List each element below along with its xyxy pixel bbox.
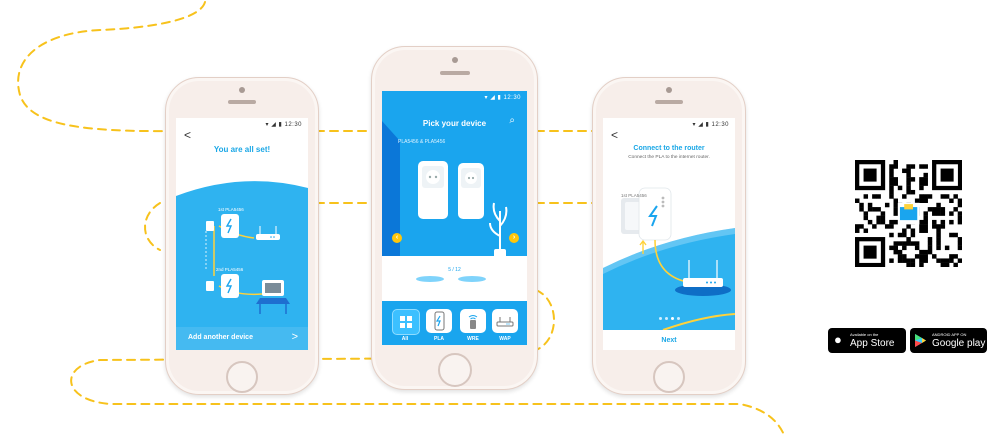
plant-decoration — [489, 202, 508, 259]
tab-wap[interactable] — [492, 309, 518, 333]
home-button[interactable] — [226, 361, 258, 393]
router-icon — [256, 226, 280, 240]
device-subtitle: PLA5456 & PLA5456 — [398, 139, 446, 145]
back-button[interactable]: < — [184, 128, 192, 142]
chevron-right-icon: > — [291, 331, 298, 343]
phone-speaker — [655, 100, 683, 104]
phone-speaker — [440, 71, 470, 75]
tab-pla-label: PLA — [434, 336, 444, 342]
app-store-badge[interactable]: ● Available on the App Store — [828, 328, 906, 353]
status-time: 12:30 — [503, 95, 521, 101]
tab-wre-label: WRE — [467, 336, 479, 342]
next-button[interactable]: Next — [661, 337, 677, 344]
appstore-big-text: App Store — [850, 338, 895, 349]
room-floor — [382, 256, 527, 304]
phone-speaker — [228, 100, 256, 104]
status-time: 12:30 — [284, 122, 302, 128]
illustration-panel: 1st PLA5456 2nd PLA5456 — [176, 176, 308, 350]
access-point-icon — [496, 317, 514, 327]
add-device-button[interactable]: Add another device > — [176, 327, 308, 350]
status-time: 12:30 — [711, 122, 729, 128]
device-type-tabs: All PLA WRE WAP — [382, 301, 527, 345]
apple-icon: ● — [834, 332, 842, 347]
plug-adapter-2 — [458, 163, 484, 219]
status-bar: ▾ ◢ ▮ 12:30 — [692, 122, 729, 128]
step-dot-2 — [665, 317, 668, 320]
carousel-prev-button[interactable]: ‹ — [392, 233, 402, 243]
phone-camera — [452, 57, 458, 63]
grid-icon — [400, 316, 412, 328]
carousel-next-button[interactable]: › — [509, 233, 519, 243]
page-indicator: 5 / 12 — [448, 267, 461, 273]
screen-setup-complete: ▾ ◢ ▮ 12:30 < You are all set! — [176, 118, 308, 350]
powerline-adapter-2 — [221, 274, 239, 298]
home-button[interactable] — [653, 361, 685, 393]
google-play-badge[interactable]: ANDROID APP ON Google play — [910, 328, 987, 353]
appstore-small-text: Available on the — [850, 332, 879, 337]
phone-camera — [239, 87, 245, 93]
phone-camera — [666, 87, 672, 93]
plug-adapter-1 — [418, 161, 448, 219]
tab-pla[interactable] — [426, 309, 452, 333]
home-button[interactable] — [438, 353, 472, 387]
page-title: Connect to the router — [633, 145, 705, 152]
device1-label: 1st PLA5456 — [218, 207, 244, 212]
step-dot-1 — [659, 317, 662, 320]
tab-wre[interactable] — [460, 309, 486, 333]
device2-label: 2nd PLA5456 — [216, 267, 244, 272]
back-button[interactable]: < — [611, 128, 619, 142]
phone-device-1: ▾ ◢ ▮ 12:30 < You are all set! — [165, 77, 319, 395]
router-connection-illustration — [603, 187, 735, 350]
qr-code — [855, 160, 962, 267]
page-title: Pick your device — [422, 119, 487, 128]
tab-wap-label: WAP — [499, 336, 511, 342]
googleplay-small-text: ANDROID APP ON — [932, 332, 967, 337]
play-icon — [915, 334, 926, 347]
powerline-adapter-1 — [221, 214, 239, 238]
add-device-label: Add another device — [188, 334, 253, 341]
device-label: 1st PLA5456 — [621, 193, 647, 198]
router-icon — [675, 260, 731, 296]
googleplay-big-text: Google play — [932, 338, 986, 349]
screen-connect-router: ▾ ◢ ▮ 12:30 < Connect to the router Conn… — [603, 118, 735, 350]
phone-device-3: ▾ ◢ ▮ 12:30 < Connect to the router Conn… — [592, 77, 746, 395]
computer-icon — [256, 280, 290, 314]
powerline-icon — [434, 311, 445, 331]
page-subtitle: Connect the PLA to the internet router. — [628, 155, 710, 160]
status-bar: ▾ ◢ ▮ 12:30 — [484, 95, 521, 101]
phone-device-2: ▾ ◢ ▮ 12:30 Pick your device ⌕ PLA5456 &… — [371, 46, 538, 390]
tab-all[interactable] — [392, 309, 420, 335]
step-dot-3 — [671, 317, 674, 320]
step-dot-4 — [677, 317, 680, 320]
tab-all-label: All — [401, 336, 409, 342]
page-title: You are all set! — [213, 145, 271, 154]
status-bar: ▾ ◢ ▮ 12:30 — [265, 122, 302, 128]
network-illustration — [176, 176, 308, 314]
plugged-adapter — [638, 187, 672, 241]
search-icon[interactable]: ⌕ — [509, 115, 515, 126]
screen-pick-device: ▾ ◢ ▮ 12:30 Pick your device ⌕ PLA5456 &… — [382, 91, 527, 345]
extender-icon — [468, 315, 478, 329]
device-carousel — [416, 161, 508, 282]
